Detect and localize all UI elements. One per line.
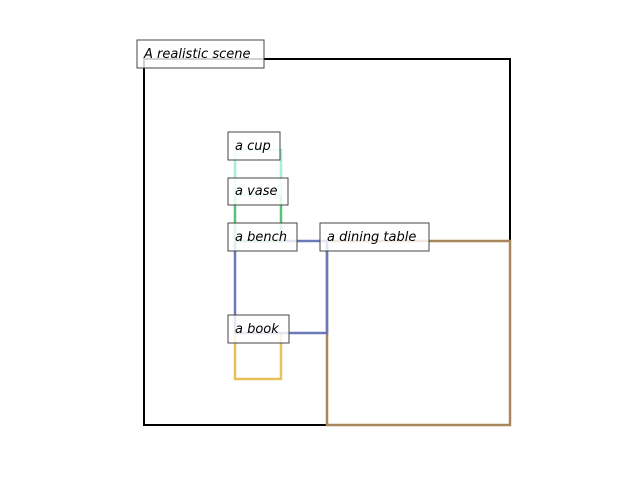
dining-table-label-text: a dining table [327,230,416,245]
book-label-text: a book [235,322,279,337]
dining-table-label: a dining table [319,222,430,252]
vase-label: a vase [227,177,289,206]
scene-title: A realistic scene [143,47,250,62]
scene-title-label: A realistic scene [136,39,265,69]
vase-label-text: a vase [235,184,278,199]
cup-label: a cup [227,131,281,161]
cup-label-text: a cup [235,139,271,154]
bench-label: a bench [227,222,298,252]
bench-label-text: a bench [235,230,287,245]
book-label: a book [227,314,290,344]
dining-table-box [325,239,512,427]
